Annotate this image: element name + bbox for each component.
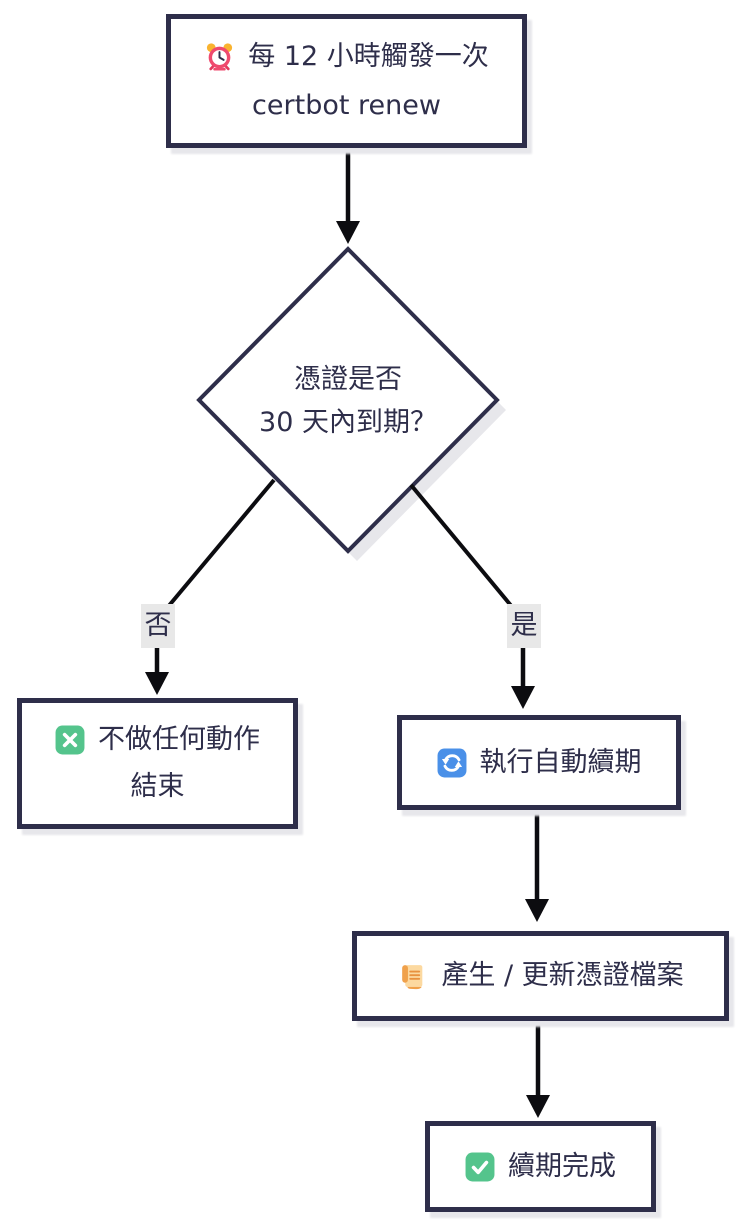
arrowhead-no-noaction [145,672,169,695]
node-trigger-label: 每 12 小時觸發一次 [248,40,489,72]
refresh-arrows-icon [437,748,467,778]
node-decision: 憑證是否 30 天內到期？ [199,358,497,444]
node-no-action-label: 不做任何動作 [98,724,260,755]
node-update-files: 產生 / 更新憑證檔案 [352,931,729,1021]
node-trigger-subtext: certbot renew [252,89,441,121]
node-update-files-label: 產生 / 更新憑證檔案 [441,960,684,991]
check-mark-icon [465,1152,495,1182]
node-no-action-subtext: 結束 [130,771,185,802]
arrowhead-yes-renew [511,686,535,709]
node-decision-line2: 30 天內到期？ [259,407,437,438]
cross-mark-icon [55,725,85,755]
node-done: 續期完成 [425,1121,656,1212]
edge-decision-no [165,478,276,610]
edge-decision-yes [409,483,515,610]
node-done-label: 續期完成 [508,1150,616,1182]
arrowhead-trigger-decision [336,221,360,244]
node-no-action: 不做任何動作 結束 [17,698,298,829]
node-decision-line1: 憑證是否 [294,364,402,395]
node-renew: 執行自動續期 [397,715,681,810]
decision-diamond [196,246,500,554]
alarm-clock-icon [204,41,235,72]
arrowhead-renew-files [525,899,549,922]
edge-label-no: 否 [141,604,175,648]
arrowhead-files-done [526,1095,550,1118]
scroll-icon [397,961,428,992]
node-renew-label: 執行自動續期 [479,746,642,778]
edge-label-yes: 是 [507,604,541,648]
node-trigger: 每 12 小時觸發一次 certbot renew [166,14,527,148]
